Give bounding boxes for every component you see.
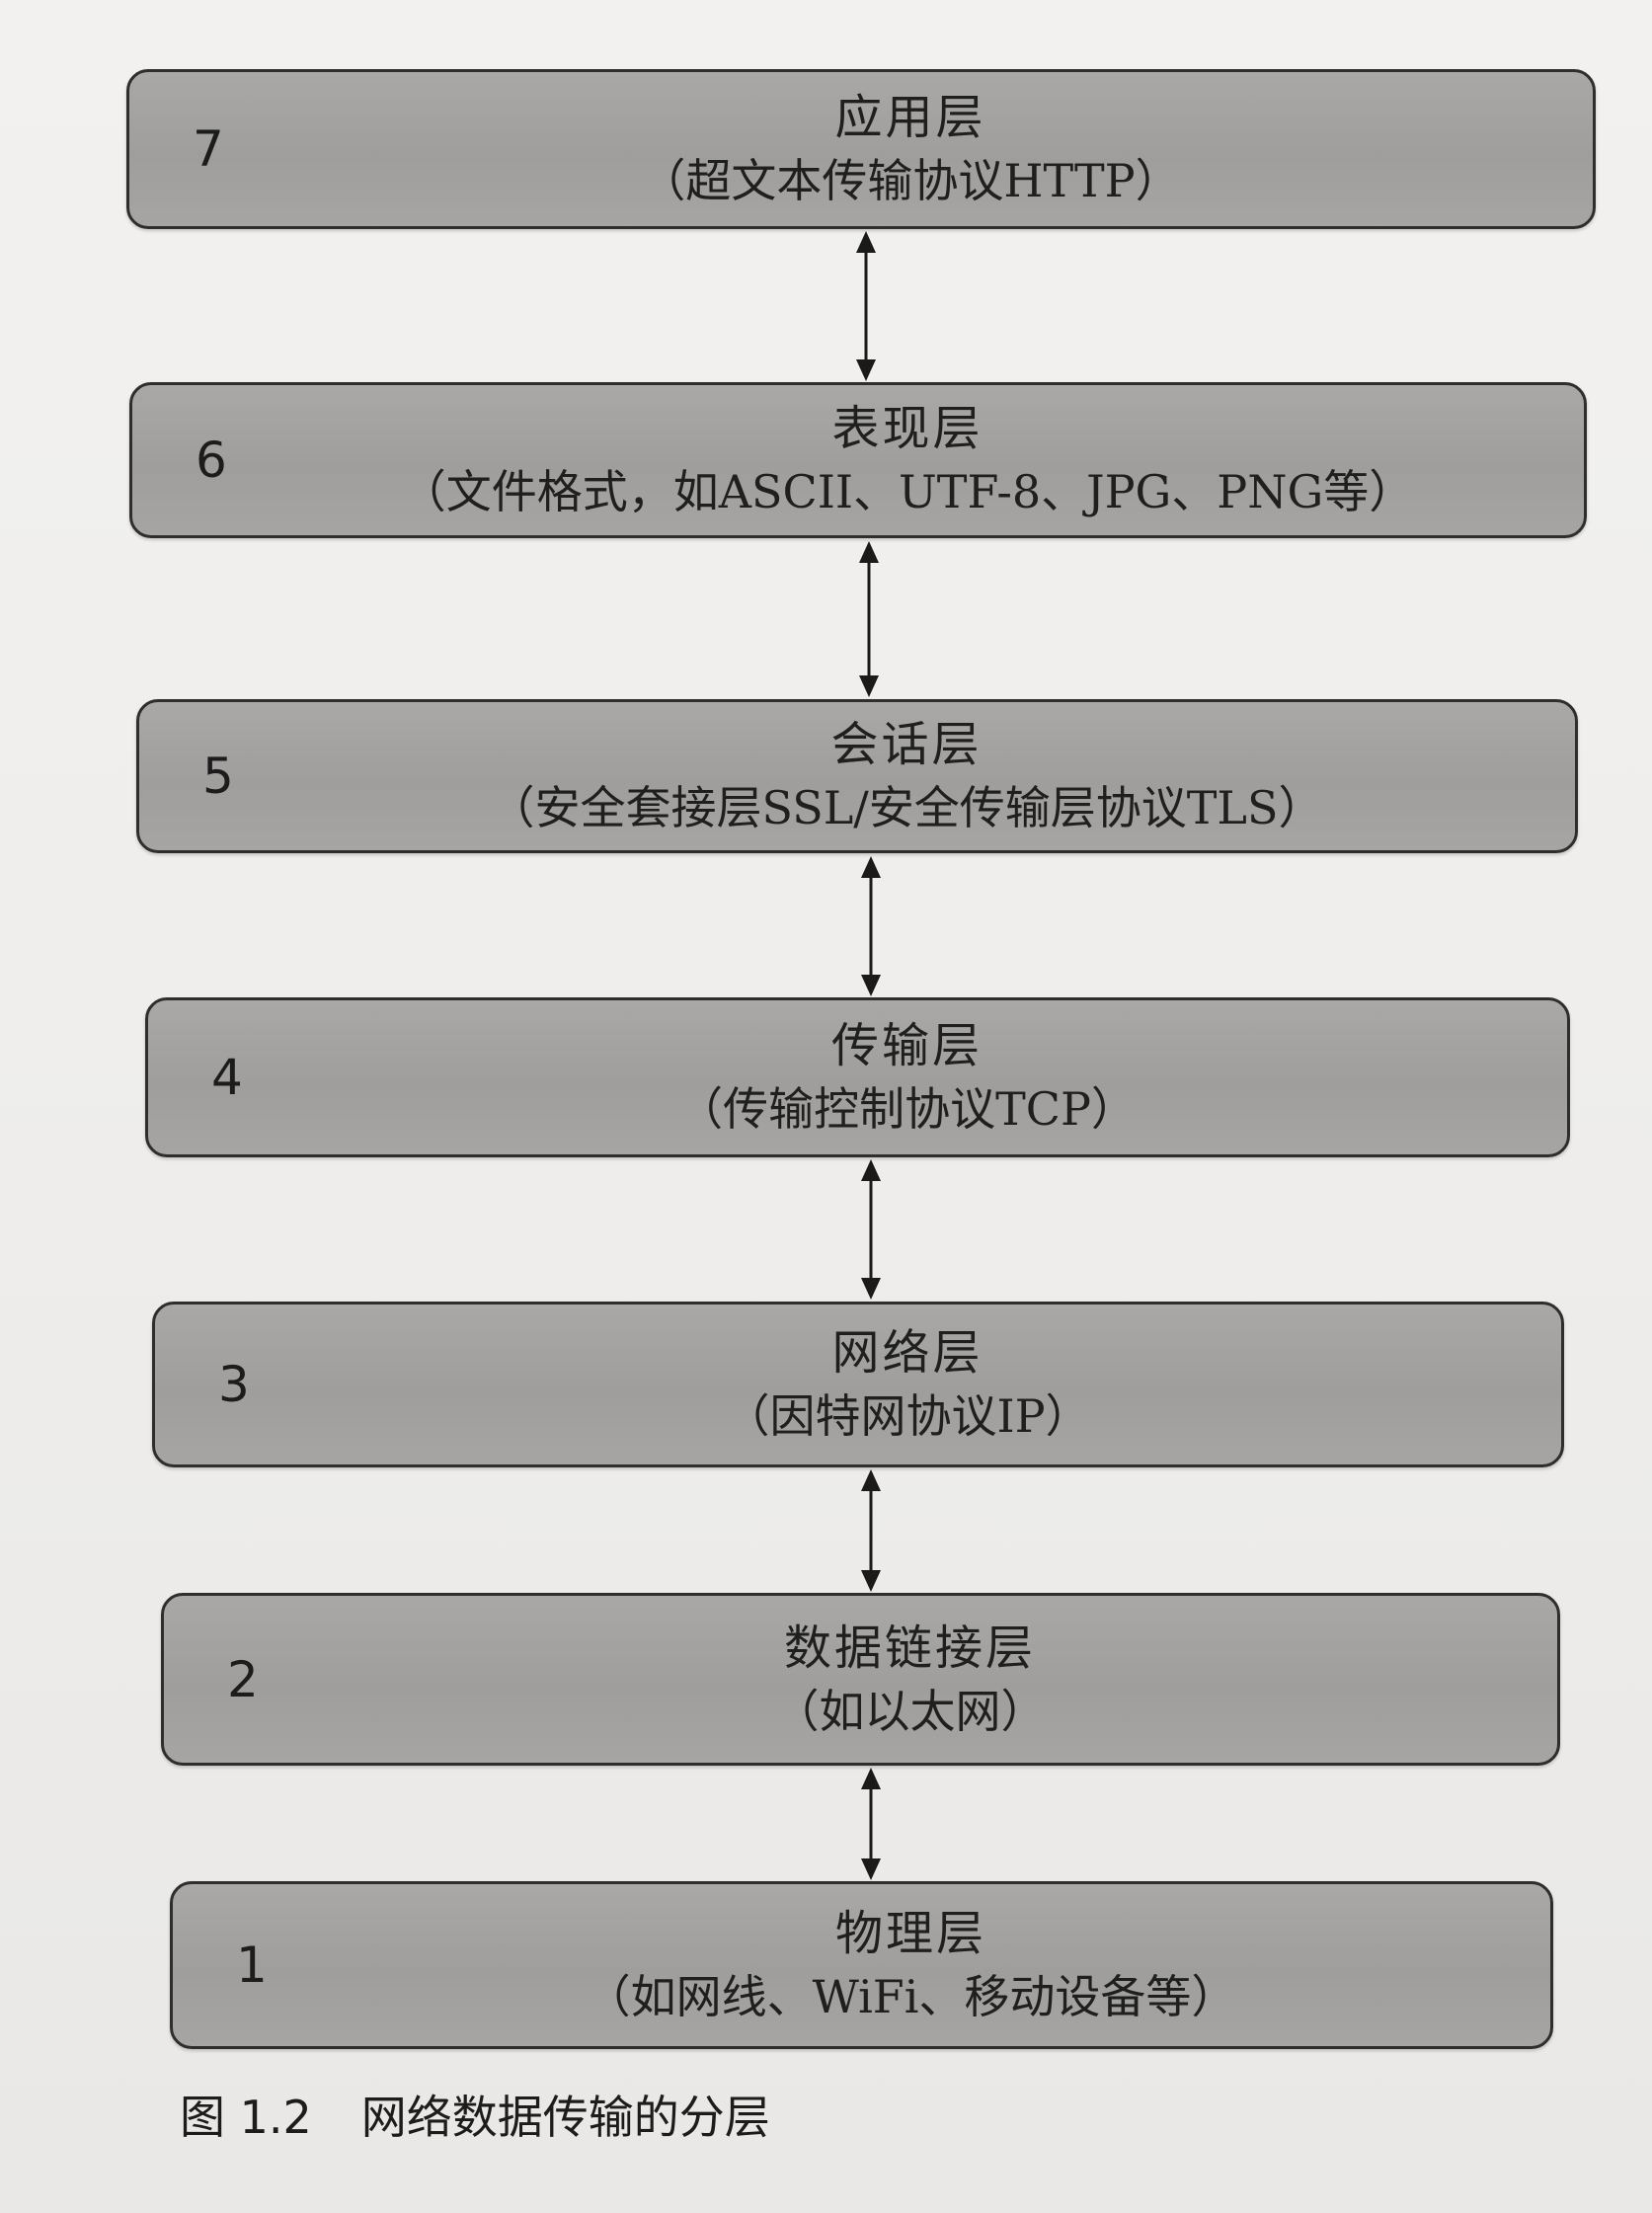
- layer-box-2: 2 数据链接层 （如以太网）: [161, 1593, 1560, 1766]
- layer-number: 6: [196, 432, 227, 489]
- layer-name: 表现层: [831, 401, 983, 456]
- layer-name: 数据链接层: [783, 1620, 1036, 1676]
- layer-box-1: 1 物理层 （如网线、WiFi、移动设备等）: [170, 1881, 1553, 2049]
- layer-name: 物理层: [834, 1906, 986, 1961]
- layer-description: （如以太网）: [773, 1684, 1047, 1738]
- double-arrow-5-4: [861, 856, 881, 996]
- layer-box-4: 4 传输层 （传输控制协议TCP）: [145, 997, 1570, 1157]
- layer-number: 7: [193, 120, 224, 178]
- double-arrow-3-2: [861, 1469, 881, 1592]
- double-arrow-6-5: [859, 541, 879, 697]
- layer-description: （超文本传输协议HTTP）: [640, 154, 1181, 207]
- layer-box-5: 5 会话层 （安全套接层SSL/安全传输层协议TLS）: [136, 699, 1578, 853]
- layer-number: 2: [227, 1650, 259, 1708]
- layer-description: （如网线、WiFi、移动设备等）: [585, 1970, 1237, 2023]
- layer-number: 3: [218, 1356, 250, 1413]
- figure-caption: 图 1.2 网络数据传输的分层: [180, 2082, 770, 2147]
- layer-number: 4: [211, 1049, 243, 1106]
- layer-name: 会话层: [830, 717, 983, 772]
- layer-box-6: 6 表现层 （文件格式，如ASCII、UTF-8、JPG、PNG等）: [129, 382, 1587, 538]
- layer-name: 应用层: [834, 90, 986, 145]
- layer-description: （因特网协议IP）: [724, 1389, 1091, 1443]
- layer-number: 5: [202, 748, 234, 805]
- layer-description: （安全套接层SSL/安全传输层协议TLS）: [489, 781, 1324, 834]
- double-arrow-2-1: [861, 1768, 881, 1880]
- layer-description: （传输控制协议TCP）: [677, 1082, 1137, 1136]
- layer-name: 传输层: [830, 1018, 983, 1073]
- layer-box-7: 7 应用层 （超文本传输协议HTTP）: [126, 69, 1596, 229]
- layer-name: 网络层: [831, 1325, 983, 1381]
- figure-title: 网络数据传输的分层: [360, 2091, 770, 2144]
- layer-box-3: 3 网络层 （因特网协议IP）: [152, 1302, 1564, 1467]
- double-arrow-4-3: [861, 1159, 881, 1300]
- layer-number: 1: [236, 1936, 268, 1994]
- double-arrow-7-6: [856, 231, 876, 381]
- figure-number: 图 1.2: [180, 2091, 312, 2144]
- layer-description: （文件格式，如ASCII、UTF-8、JPG、PNG等）: [400, 465, 1415, 518]
